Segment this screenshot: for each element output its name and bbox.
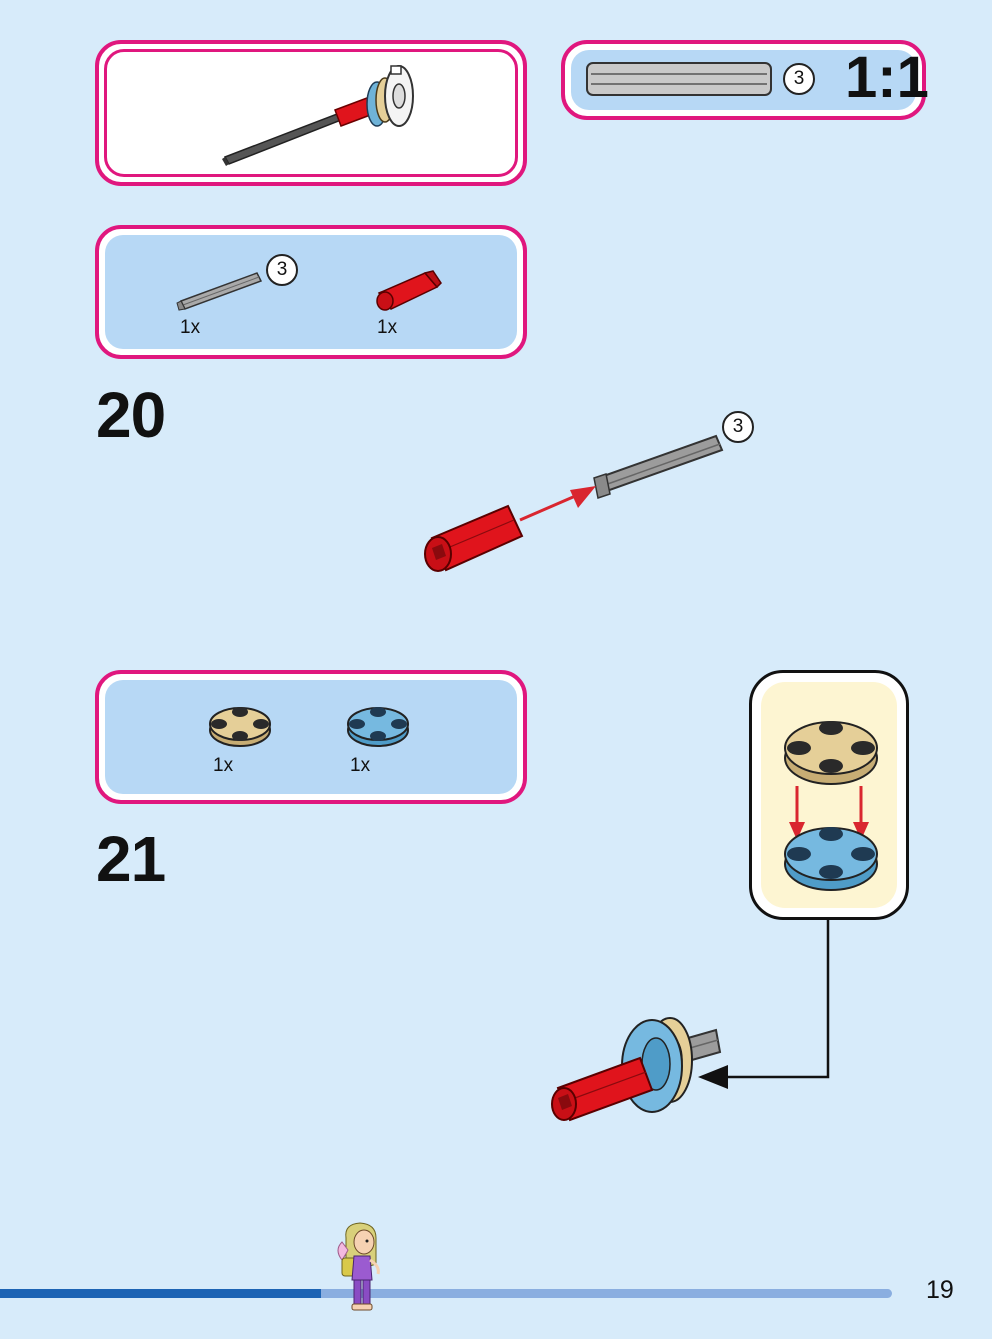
step20-assembly-length-badge: 3 bbox=[722, 411, 754, 443]
step21-part1-qty: 1x bbox=[213, 755, 234, 776]
step20-part1-qty: 1x bbox=[180, 317, 201, 338]
step21-subassembly-callout bbox=[749, 670, 909, 920]
step20-assembly-icon bbox=[424, 434, 724, 572]
step21-number: 21 bbox=[96, 823, 166, 895]
blue-round-plate-icon bbox=[347, 707, 409, 747]
step21-part2-qty: 1x bbox=[350, 755, 371, 776]
step21-parts-inner: 1x 1x bbox=[105, 680, 517, 794]
result-preview-panel bbox=[95, 40, 527, 186]
step21-subassembly-inner bbox=[761, 682, 897, 908]
step20-number: 20 bbox=[96, 379, 166, 451]
step21-parts-panel: 1x 1x bbox=[95, 670, 527, 804]
step20-parts-inner: 3 1x 1x bbox=[105, 235, 517, 349]
step20-part2-qty: 1x bbox=[377, 317, 398, 338]
completed-axle-assembly-icon bbox=[222, 65, 414, 166]
minidoll-figure-icon bbox=[337, 1222, 380, 1311]
scale-guide-inner: 3 1:1 bbox=[571, 45, 929, 110]
callout-connector-arrow bbox=[698, 920, 830, 1089]
scale-ratio-label: 1:1 bbox=[845, 45, 929, 110]
step20-part1-length-badge: 3 bbox=[266, 254, 298, 286]
scale-length-badge: 3 bbox=[783, 63, 815, 95]
gray-axle-3-icon bbox=[176, 272, 263, 311]
step20-parts-panel: 3 1x 1x bbox=[95, 225, 527, 359]
red-axle-connector-icon bbox=[376, 270, 442, 311]
progress-bar-track bbox=[0, 1289, 892, 1298]
plate-stacking-icon bbox=[784, 721, 878, 891]
scale-guide-panel: 3 1:1 bbox=[561, 40, 929, 120]
progress-bar-fill bbox=[0, 1289, 322, 1298]
result-preview-frame bbox=[104, 49, 518, 177]
tan-round-plate-icon bbox=[209, 707, 271, 747]
axle-length-3-icon bbox=[586, 62, 772, 96]
page-number: 19 bbox=[926, 1276, 954, 1304]
step21-assembly-icon bbox=[551, 1017, 722, 1122]
